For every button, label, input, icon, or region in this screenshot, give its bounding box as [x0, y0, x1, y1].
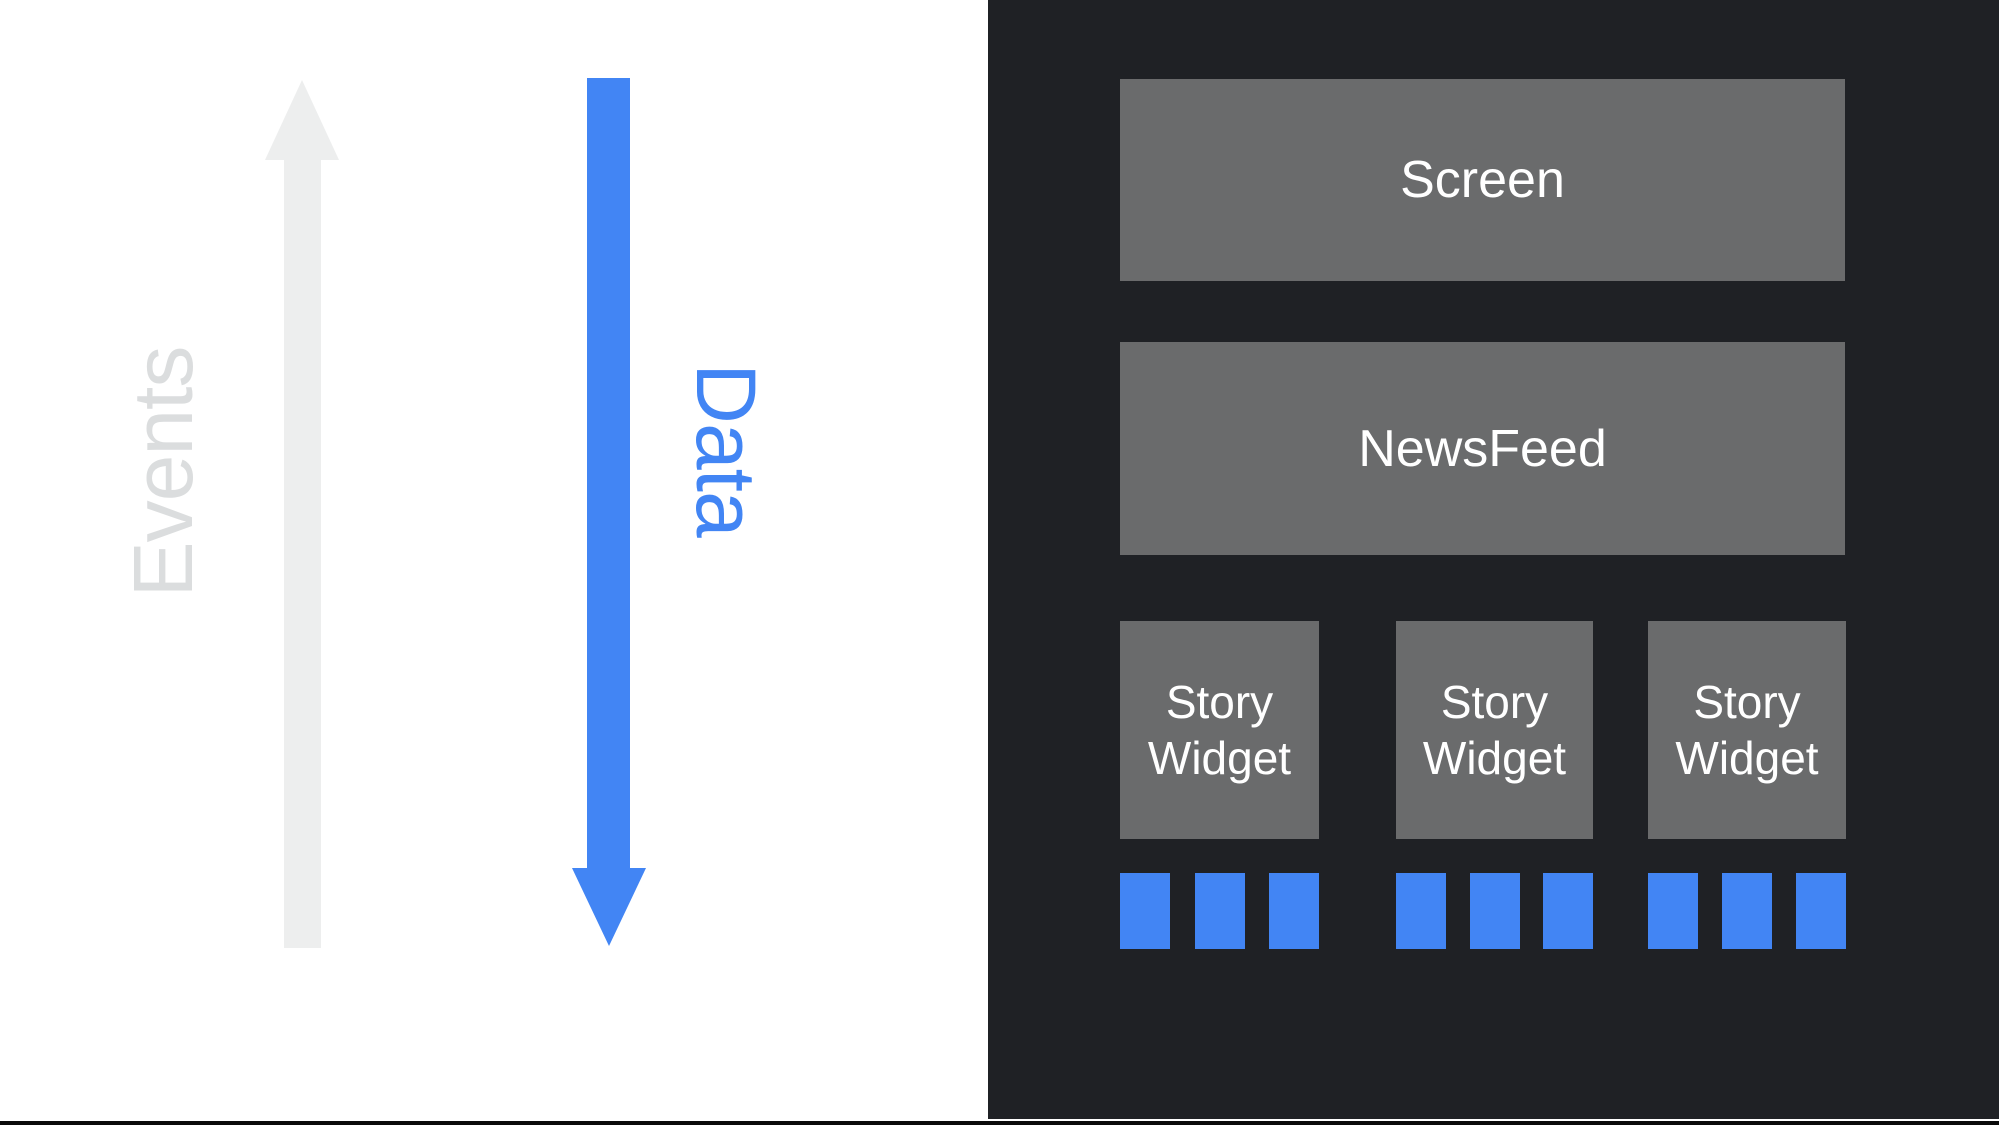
story-data-square [1120, 873, 1170, 949]
events-up-arrow-head-icon [265, 80, 339, 160]
story-data-squares-row [1396, 873, 1593, 949]
data-flow-label: Data [679, 363, 773, 537]
story-widget-box-3: Story Widget [1648, 621, 1846, 839]
story-data-square [1396, 873, 1446, 949]
story-widget-label: Story Widget [1147, 675, 1292, 784]
story-data-square [1648, 873, 1698, 949]
story-widget-label: Story Widget [1422, 675, 1567, 784]
story-data-square [1543, 873, 1593, 949]
data-down-arrow-shaft [587, 78, 630, 869]
events-flow-label: Events [116, 346, 210, 598]
story-widget-box-2: Story Widget [1396, 621, 1593, 839]
screen-widget-box: Screen [1120, 79, 1845, 281]
newsfeed-widget-box: NewsFeed [1120, 342, 1845, 555]
newsfeed-widget-label: NewsFeed [1358, 419, 1607, 478]
story-data-square [1269, 873, 1319, 949]
story-data-square [1194, 873, 1245, 949]
story-data-squares-row [1648, 873, 1846, 949]
story-widget-box-1: Story Widget [1120, 621, 1319, 839]
story-widget-label: Story Widget [1675, 675, 1819, 784]
story-data-squares-row [1120, 873, 1319, 949]
screen-widget-label: Screen [1400, 151, 1565, 209]
story-widget-column-2: Story Widget [1396, 621, 1593, 949]
slide-bottom-edge [0, 1121, 1999, 1125]
data-down-arrow-head-icon [572, 868, 646, 946]
story-widget-column-1: Story Widget [1120, 621, 1319, 949]
events-up-arrow-shaft [284, 130, 321, 948]
story-widget-column-3: Story Widget [1648, 621, 1846, 949]
story-data-square [1722, 873, 1772, 949]
story-data-square [1469, 873, 1520, 949]
widget-tree-panel: Screen NewsFeed Story Widget Story Widge… [988, 0, 1999, 1119]
story-data-square [1796, 873, 1846, 949]
